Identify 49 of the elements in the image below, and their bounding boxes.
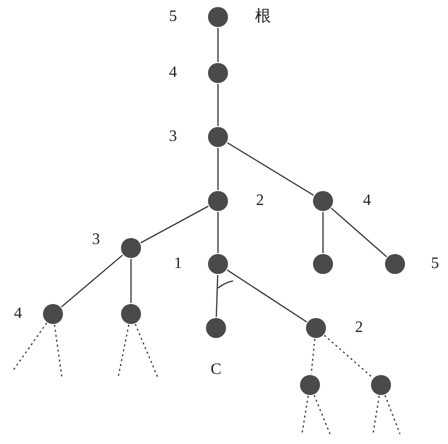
tree-node — [208, 191, 228, 211]
tree-node — [313, 254, 333, 274]
node-label: 1 — [174, 255, 182, 273]
tree-node — [300, 375, 320, 395]
node-label: C — [210, 361, 222, 379]
node-label: 2 — [355, 319, 363, 337]
tree-edge — [217, 84, 219, 126]
tree-edge — [217, 212, 219, 253]
tree-edge — [227, 142, 314, 196]
tree-edge — [61, 254, 123, 308]
node-label: 根 — [255, 8, 271, 26]
tree-edge — [134, 324, 159, 378]
node-label: 5 — [431, 255, 439, 273]
tree-edge — [130, 259, 132, 303]
tree-node — [385, 254, 405, 274]
tree-edge — [216, 274, 218, 318]
tree-edge — [330, 208, 388, 258]
tree-node — [208, 127, 228, 147]
tree-edge — [217, 148, 219, 190]
tree-edge — [12, 322, 48, 372]
tree-edge — [226, 270, 308, 322]
node-label: 2 — [256, 192, 264, 210]
tree-node — [206, 318, 226, 338]
tree-edge — [301, 396, 309, 434]
node-label: 5 — [169, 8, 177, 26]
tree-edge — [310, 338, 316, 374]
node-label: 4 — [14, 305, 22, 323]
tree-node — [371, 375, 391, 395]
node-label: 3 — [92, 231, 100, 249]
tree-node — [306, 318, 326, 338]
tree-node — [313, 191, 333, 211]
tree-edge — [324, 334, 374, 378]
tree-edge — [314, 394, 331, 434]
node-label: 4 — [169, 64, 177, 82]
tree-edge — [372, 396, 380, 434]
tree-edge — [384, 395, 401, 434]
tree-edge — [322, 212, 324, 253]
tree-node — [121, 304, 141, 324]
tree-node — [43, 304, 63, 324]
tree-edge — [117, 324, 130, 378]
tree-edge — [54, 324, 63, 378]
tree-edge — [140, 206, 209, 244]
tree-node — [208, 63, 228, 83]
tree-edge — [217, 28, 219, 62]
tree-node — [208, 254, 228, 274]
tree-node — [208, 7, 228, 27]
node-label: 3 — [169, 128, 177, 146]
node-label: 4 — [363, 192, 371, 210]
tree-node — [121, 238, 141, 258]
